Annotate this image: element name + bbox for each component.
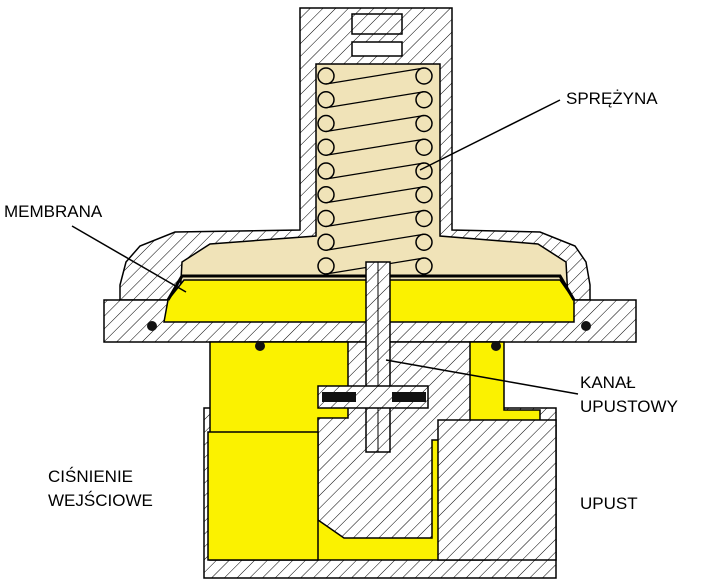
leader-lines [71,99,579,395]
spring-coil-left [317,186,335,204]
spring-coil-right [415,257,433,275]
vent-channel-label-2: UPUSTOWY [580,397,678,416]
membrane-leader [71,225,187,293]
vent-channel-leader [385,359,579,395]
cap-slot [351,41,403,57]
spring-coil-right [415,209,433,228]
spring-coil-right [415,233,433,251]
spring-coil-left [317,138,335,156]
spring-wire [325,209,425,228]
spring-chamber [179,13,569,299]
spring-coil-left [317,114,335,133]
outlet-port [437,419,557,561]
ports [207,419,557,561]
spring-wire [325,114,425,133]
spring-coil-right [415,67,433,85]
inlet-port [207,431,319,561]
spring-leader [419,99,561,171]
spring [317,67,433,275]
spring-coil-left [317,257,335,275]
vent-channel-label-1: KANAŁ [580,373,636,392]
inlet-pressure-label-2: WEJŚCIOWE [48,491,153,510]
spring-wire [325,67,425,85]
seals [147,321,591,402]
spring-coil-left [317,67,335,85]
spring-coil-right [415,186,433,204]
membrane-label: MEMBRANA [4,202,103,221]
spring-wire [325,233,425,251]
spring-wire [325,91,425,109]
top-cap [351,13,403,35]
spring-coil-right [415,138,433,156]
spring-coil-left [317,233,335,251]
vent-label: UPUST [580,494,638,513]
inlet-pressure-label-1: CIŚNIENIE [48,467,134,486]
spring-coil-left [317,91,335,109]
spring-coil-left [317,162,335,180]
stem [317,261,429,453]
spring-label: SPRĘŻYNA [566,89,658,108]
spring-wire [325,186,425,204]
spring-coil-right [415,91,433,109]
spring-coil-left [317,209,335,228]
spring-coil-right [415,114,433,133]
spring-wire [325,162,425,180]
spring-wire [325,138,425,156]
